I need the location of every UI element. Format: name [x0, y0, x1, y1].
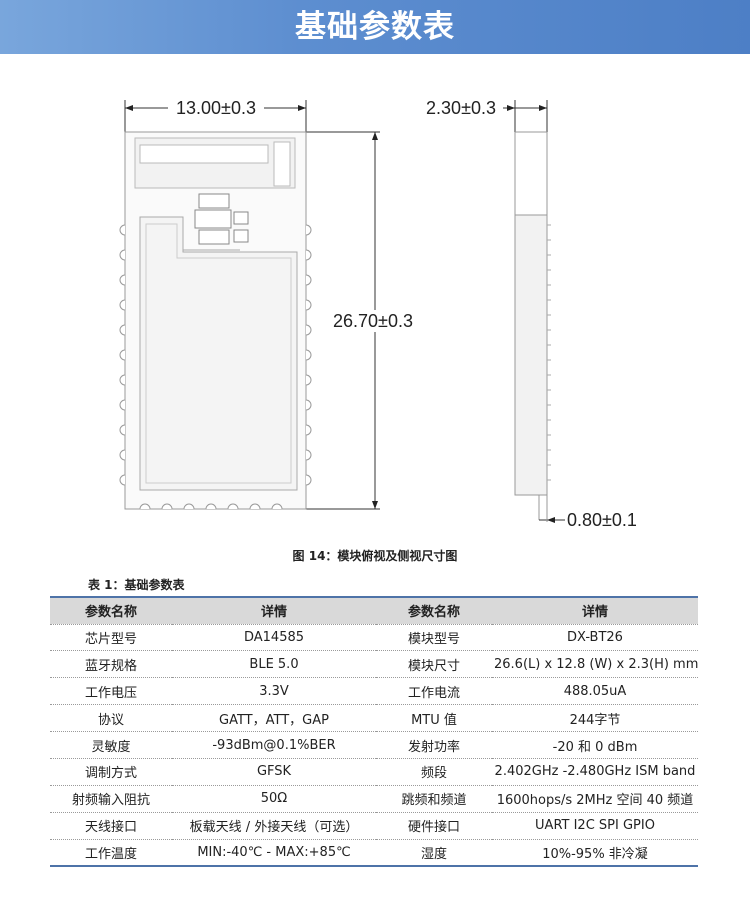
header-detail: 详情 — [492, 596, 698, 624]
shield-side — [514, 214, 548, 496]
detail-cell: 488.05uA — [492, 677, 698, 705]
detail-cell: BLE 5.0 — [172, 650, 376, 678]
detail-cell: -20 和 0 dBm — [492, 731, 698, 759]
detail-cell: 板载天线 / 外接天线（可选） — [172, 811, 376, 840]
param-name-cell: 射频输入阻抗 — [50, 784, 172, 813]
detail-cell: 1600hops/s 2MHz 空间 40 频道 — [492, 784, 698, 813]
top-view — [124, 100, 380, 510]
table-row: 芯片型号 DA14585 模块型号 DX-BT26 — [50, 623, 698, 651]
component-3 — [233, 211, 249, 225]
detail-cell: MIN:-40℃ - MAX:+85℃ — [172, 838, 376, 868]
header-param-name: 参数名称 — [376, 596, 492, 624]
param-name-cell: 湿度 — [376, 838, 492, 868]
detail-cell: DA14585 — [172, 623, 376, 651]
table-row: 调制方式 GFSK 频段 2.402GHz -2.480GHz ISM band — [50, 757, 698, 786]
castellated-pads — [119, 224, 312, 510]
component-5 — [233, 229, 249, 243]
param-name-cell: 灵敏度 — [50, 731, 172, 759]
param-name-cell: 模块型号 — [376, 623, 492, 651]
title-banner — [0, 0, 750, 54]
param-name-cell: 工作电压 — [50, 677, 172, 705]
table-row: 射频输入阻抗 50Ω 跳频和频道 1600hops/s 2MHz 空间 40 频… — [50, 784, 698, 813]
detail-cell: GATT，ATT，GAP — [172, 704, 376, 732]
param-name-cell: MTU 值 — [376, 704, 492, 732]
detail-cell: 10%-95% 非冷凝 — [492, 838, 698, 868]
detail-cell: 26.6(L) x 12.8 (W) x 2.3(H) mm — [492, 650, 698, 678]
detail-cell: -93dBm@0.1%BER — [172, 731, 376, 759]
param-name-cell: 蓝牙规格 — [50, 650, 172, 678]
detail-cell: 50Ω — [172, 784, 376, 813]
parameter-table: 参数名称 详情 参数名称 详情 芯片型号 DA14585 模块型号 DX-BT2… — [50, 596, 698, 868]
param-name-cell: 工作温度 — [50, 838, 172, 868]
param-name-cell: 天线接口 — [50, 811, 172, 840]
side-dimension-arrows — [507, 105, 555, 523]
table-row: 工作温度 MIN:-40℃ - MAX:+85℃ 湿度 10%-95% 非冷凝 — [50, 838, 698, 868]
param-name-cell: 跳频和频道 — [376, 784, 492, 813]
component-1 — [198, 193, 230, 209]
height-dimension-label: 26.70±0.3 — [333, 311, 413, 331]
table-caption: 表 1：基础参数表 — [88, 578, 185, 592]
detail-cell: DX-BT26 — [492, 623, 698, 651]
side-view — [500, 100, 565, 522]
dimension-arrows — [125, 105, 378, 509]
param-name-cell: 芯片型号 — [50, 623, 172, 651]
param-name-cell: 发射功率 — [376, 731, 492, 759]
width-dimension-label: 13.00±0.3 — [176, 98, 256, 118]
module-dimension-drawing: 13.00±0.3 26.70±0.3 2.30±0.3 0.80±0.1 — [119, 97, 637, 530]
table-row: 蓝牙规格 BLE 5.0 模块尺寸 26.6(L) x 12.8 (W) x 2… — [50, 650, 698, 678]
figure-caption: 图 14：模块俯视及侧视尺寸图 — [292, 549, 458, 563]
param-name-cell: 调制方式 — [50, 757, 172, 786]
detail-cell: GFSK — [172, 757, 376, 786]
table-row: 协议 GATT，ATT，GAP MTU 值 244字节 — [50, 704, 698, 732]
table-row: 工作电压 3.3V 工作电流 488.05uA — [50, 677, 698, 705]
detail-cell: 3.3V — [172, 677, 376, 705]
thickness-dimension-label: 2.30±0.3 — [426, 98, 496, 118]
table-row: 天线接口 板载天线 / 外接天线（可选） 硬件接口 UART I2C SPI G… — [50, 811, 698, 840]
page-title: 基础参数表 — [295, 9, 455, 45]
detail-cell: UART I2C SPI GPIO — [492, 811, 698, 840]
detail-cell: 244字节 — [492, 704, 698, 732]
param-name-cell: 工作电流 — [376, 677, 492, 705]
table-header-row: 参数名称 详情 参数名称 详情 — [50, 596, 698, 624]
shield-outline — [139, 216, 298, 491]
side-pin-ticks — [547, 224, 551, 481]
param-name-cell: 协议 — [50, 704, 172, 732]
param-name-cell: 硬件接口 — [376, 811, 492, 840]
board-dimension-label: 0.80±0.1 — [567, 510, 637, 530]
param-name-cell: 频段 — [376, 757, 492, 786]
component-4 — [198, 229, 230, 245]
header-detail: 详情 — [172, 596, 376, 624]
component-2 — [194, 209, 232, 229]
header-param-name: 参数名称 — [50, 596, 172, 624]
table-row: 灵敏度 -93dBm@0.1%BER 发射功率 -20 和 0 dBm — [50, 731, 698, 759]
param-name-cell: 模块尺寸 — [376, 650, 492, 678]
detail-cell: 2.402GHz -2.480GHz ISM band — [492, 757, 698, 786]
